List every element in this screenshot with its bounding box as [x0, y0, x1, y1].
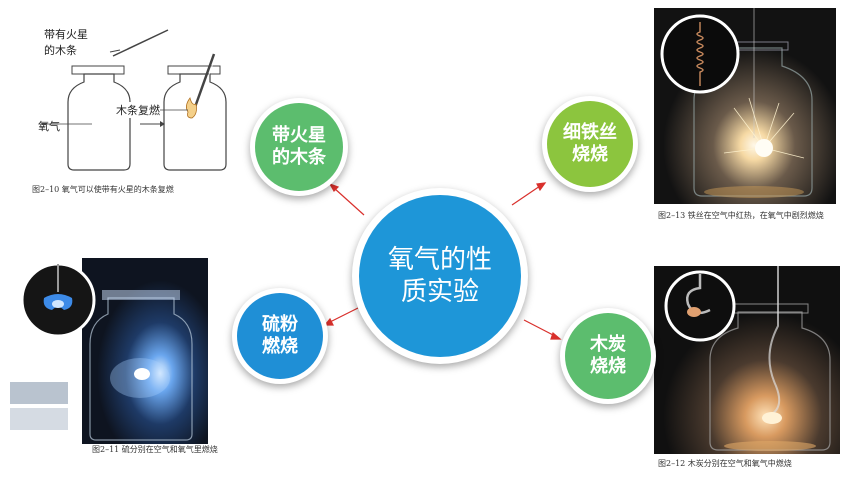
label-splint-line-1: 带有火星 — [44, 28, 88, 41]
arrow-to-top-right — [511, 185, 541, 206]
figure-2-13-photo — [654, 8, 836, 204]
arrow-to-bottom-right — [523, 319, 556, 337]
iron-burning-image — [654, 8, 836, 204]
figure-2-10-caption: 图2–10 氧气可以使带有火星的木条复燃 — [32, 185, 174, 194]
topic-iron-wire-line-2: 烧烧 — [572, 144, 608, 165]
topic-charcoal-line-2: 烧烧 — [590, 356, 626, 377]
topic-sulfur-line-1: 硫粉 — [262, 313, 298, 335]
topic-charcoal-bubble: 木炭 烧烧 — [560, 308, 656, 404]
center-topic-fill: 氧气的性 质实验 — [359, 195, 521, 357]
figure-2-10-drawing — [42, 29, 227, 171]
topic-iron-wire-line-1: 细铁丝 — [563, 121, 617, 143]
topic-sulfur-line-2: 燃烧 — [262, 336, 298, 357]
arrow-to-top-left — [333, 187, 365, 216]
label-oxygen: 氧气 — [38, 120, 60, 133]
topic-splint-line-2: 的木条 — [272, 147, 326, 168]
figure-2-12-caption: 图2–12 木炭分别在空气和氧气中燃烧 — [658, 459, 792, 468]
topic-sulfur-bubble: 硫粉 燃烧 — [232, 288, 328, 384]
topic-splint-bubble: 带火星 的木条 — [250, 98, 348, 196]
center-title-line-1: 氧气的性 — [387, 244, 492, 275]
charcoal-burning-image — [654, 266, 840, 454]
center-topic-bubble: 氧气的性 质实验 — [352, 188, 528, 364]
figure-2-11-photo — [10, 258, 208, 448]
arrow-to-bottom-left — [329, 307, 359, 323]
topic-charcoal-fill: 木炭 烧烧 — [565, 313, 651, 399]
topic-splint-fill: 带火星 的木条 — [255, 103, 343, 191]
topic-splint-line-1: 带火星 — [272, 124, 326, 146]
label-reignite: 木条复燃 — [116, 102, 160, 118]
figure-2-13-caption: 图2–13 铁丝在空气中红热，在氧气中剧烈燃烧 — [658, 211, 824, 220]
figure-2-12-photo — [654, 266, 840, 454]
label-splint-line-2: 的木条 — [44, 44, 77, 57]
topic-iron-wire-bubble: 细铁丝 烧烧 — [542, 96, 638, 192]
topic-sulfur-fill: 硫粉 燃烧 — [237, 293, 323, 379]
topic-iron-wire-fill: 细铁丝 烧烧 — [547, 101, 633, 187]
center-title-line-2: 质实验 — [400, 277, 479, 307]
figure-2-11-caption: 图2–11 硫分别在空气和氧气里燃烧 — [92, 445, 218, 454]
sulfur-burning-image — [10, 258, 208, 444]
topic-charcoal-line-1: 木炭 — [590, 333, 626, 355]
